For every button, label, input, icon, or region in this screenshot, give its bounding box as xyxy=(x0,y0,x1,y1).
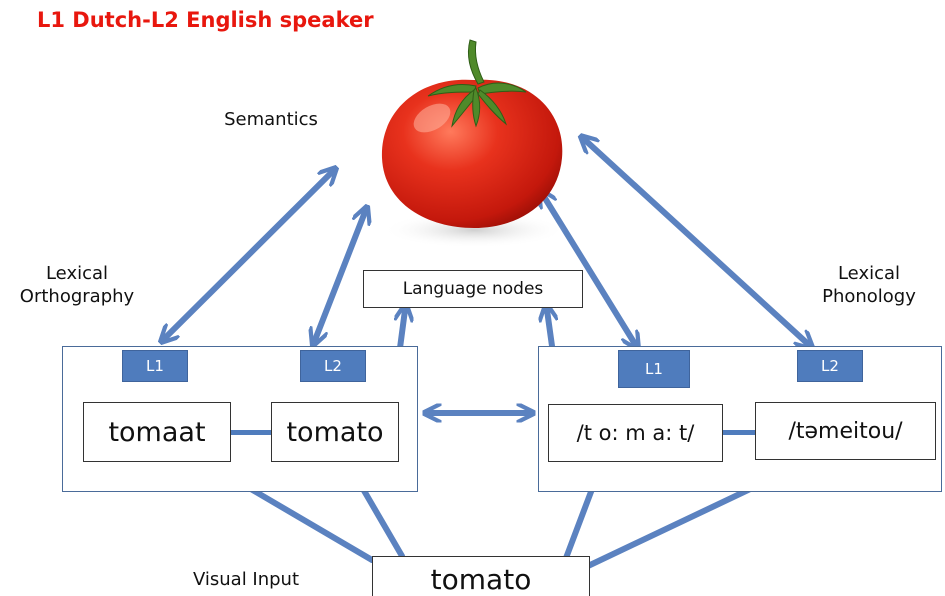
phono-tag-l2: L2 xyxy=(797,350,863,382)
ortho-word-connector xyxy=(230,430,272,435)
ortho-word-l1-text: tomaat xyxy=(108,416,206,448)
ortho-word-l2: tomato xyxy=(271,402,399,462)
arrow-semantics-ortho-l2 xyxy=(315,212,365,340)
arrow-ortho-to-language-nodes xyxy=(400,310,405,351)
tomato-icon xyxy=(381,39,566,248)
language-nodes-label: Language nodes xyxy=(402,279,544,299)
lexical-orthography-label: Lexical Orthography xyxy=(19,263,135,308)
arrow-semantics-phono-l2 xyxy=(585,140,808,344)
phono-word-l2: /təmeitou/ xyxy=(755,402,936,460)
visual-input-label: Visual Input xyxy=(192,569,300,590)
language-nodes-box: Language nodes xyxy=(363,270,583,308)
ortho-tag-l2: L2 xyxy=(300,350,366,382)
phono-word-l1: /t o: m a: t/ xyxy=(548,404,723,462)
ortho-word-l2-text: tomato xyxy=(286,416,384,448)
lexical-phonology-label: Lexical Phonology xyxy=(822,263,916,308)
ortho-tag-l1: L1 xyxy=(122,350,188,382)
phono-tag-l1: L1 xyxy=(618,350,690,388)
visual-input-word: tomato xyxy=(430,562,532,596)
phono-word-connector xyxy=(722,430,756,435)
phono-word-l2-text: /təmeitou/ xyxy=(788,418,903,444)
diagram-title: L1 Dutch-L2 English speaker xyxy=(37,8,374,32)
semantics-label: Semantics xyxy=(224,109,318,130)
ortho-word-l1: tomaat xyxy=(83,402,231,462)
arrow-semantics-ortho-l1 xyxy=(165,172,332,338)
visual-input-word-box: tomato xyxy=(372,556,590,596)
arrow-phono-to-language-nodes xyxy=(547,310,552,349)
phono-word-l1-text: /t o: m a: t/ xyxy=(576,421,695,445)
